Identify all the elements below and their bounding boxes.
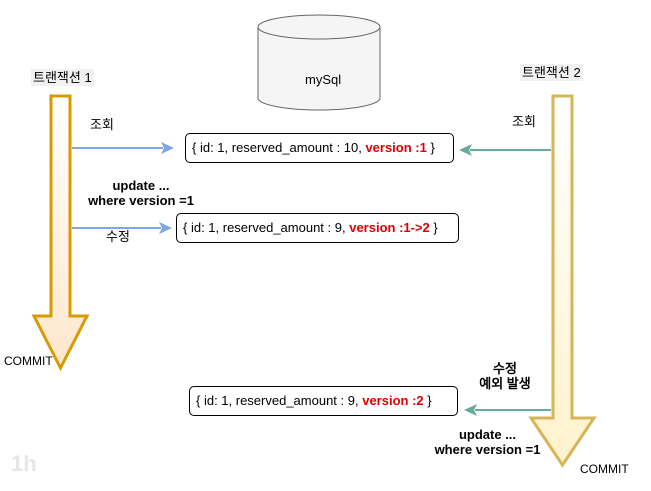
tx2-update-label: 수정	[493, 361, 517, 376]
tx2-error-label: 예외 발생	[479, 376, 531, 391]
tx2-update-query-line1: update ...	[458, 427, 517, 442]
transaction2-timeline-arrow	[528, 94, 597, 468]
record-read-version: version :1	[365, 140, 427, 155]
record-final-version: version :2	[362, 393, 424, 408]
record-updated-close: }	[429, 220, 438, 235]
tx2-commit-label: COMMIT	[580, 462, 629, 476]
transaction1-label: 트랜잭션 1	[31, 69, 94, 86]
watermark-logo: 1h	[11, 451, 37, 476]
record-read-close: }	[426, 140, 435, 155]
record-final: { id: 1, reserved_amount : 9, version :2…	[189, 386, 458, 416]
tx2-read-label: 조회	[512, 114, 536, 129]
record-updated-version: version :1->2	[349, 220, 430, 235]
record-read: { id: 1, reserved_amount : 10, version :…	[185, 133, 454, 163]
tx2-update-failed-arrow	[464, 404, 551, 416]
tx2-update-query: update ... where version =1	[425, 428, 550, 456]
record-final-close: }	[423, 393, 432, 408]
record-updated-fields: { id: 1, reserved_amount : 9,	[183, 220, 350, 235]
mysql-database-icon	[257, 14, 381, 111]
tx2-error-note: 수정 예외 발생	[465, 362, 545, 390]
record-final-fields: { id: 1, reserved_amount : 9,	[196, 393, 363, 408]
tx1-update-arrow	[72, 222, 172, 234]
tx1-read-arrow	[72, 142, 174, 154]
transaction1-timeline-arrow	[31, 94, 90, 372]
tx1-update-query: update ... where version =1	[76, 179, 206, 207]
tx1-update-query-line2: where version =1	[88, 193, 194, 208]
record-read-fields: { id: 1, reserved_amount : 10,	[192, 140, 366, 155]
tx2-read-arrow	[459, 144, 551, 156]
tx1-read-label: 조회	[90, 117, 114, 132]
tx1-update-query-line1: update ...	[112, 178, 170, 193]
tx1-commit-label: COMMIT	[4, 354, 53, 368]
transaction2-label: 트랜잭션 2	[520, 64, 583, 81]
tx2-update-query-line2: where version =1	[434, 442, 541, 457]
record-updated: { id: 1, reserved_amount : 9, version :1…	[176, 213, 459, 243]
db-label: mySql	[305, 72, 342, 87]
tx1-update-label: 수정	[106, 229, 130, 244]
